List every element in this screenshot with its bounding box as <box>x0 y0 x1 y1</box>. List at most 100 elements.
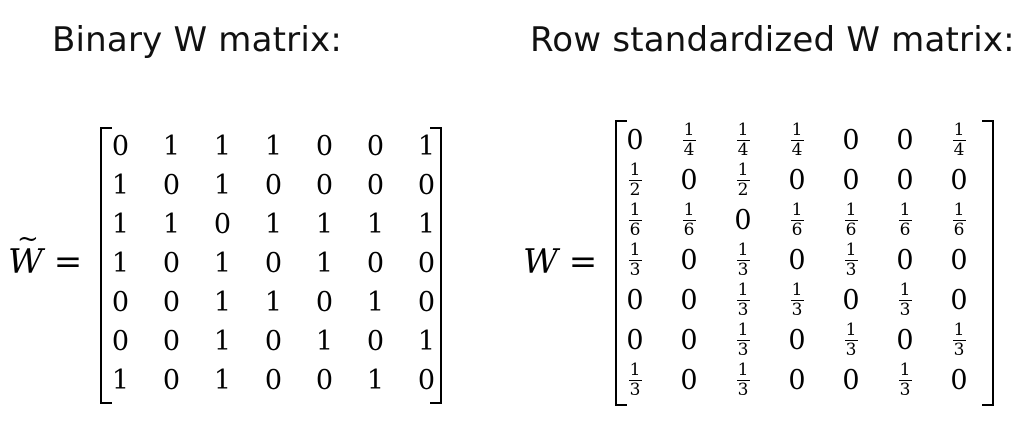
matrix-cell: 1 <box>417 326 436 357</box>
matrix-cell: 1 <box>366 365 385 396</box>
matrix-cell: 0 <box>680 164 698 196</box>
matrix-cell: 0 <box>680 324 698 356</box>
matrix-cell: 0 <box>626 284 644 316</box>
matrix-cell: 0 <box>626 324 644 356</box>
matrix-cell: 0 <box>842 164 860 196</box>
matrix-cell: 0 <box>315 131 334 162</box>
matrix-cell: 0 <box>950 244 968 276</box>
matrix-cell: 1 <box>366 287 385 318</box>
row-standardized-matrix-right-bracket <box>982 120 994 406</box>
matrix-cell: 0 <box>680 244 698 276</box>
matrix-cell: 0 <box>111 326 130 357</box>
matrix-cell: 0 <box>417 248 436 279</box>
matrix-cell: 0 <box>162 326 181 357</box>
matrix-cell: 0 <box>264 170 283 201</box>
matrix-cell: 1 <box>213 326 232 357</box>
matrix-cell: 1 <box>264 287 283 318</box>
matrix-cell: 0 <box>842 284 860 316</box>
matrix-cell: 1 <box>315 248 334 279</box>
matrix-cell: 0 <box>366 248 385 279</box>
matrix-cell: 1 <box>264 131 283 162</box>
matrix-cell: 1 <box>162 131 181 162</box>
matrix-cell: 0 <box>417 287 436 318</box>
matrix-cell: 1 <box>213 365 232 396</box>
matrix-cell: 0 <box>264 248 283 279</box>
matrix-cell: 0 <box>162 287 181 318</box>
matrix-cell: 0 <box>842 364 860 396</box>
matrix-cell: 1 <box>162 209 181 240</box>
w-symbol: W <box>523 242 558 282</box>
matrix-cell: 1 <box>264 209 283 240</box>
matrix-cell: 1 <box>315 209 334 240</box>
matrix-cell: 0 <box>162 365 181 396</box>
matrix-cell: 0 <box>896 124 914 156</box>
matrix-cell: 1 <box>111 170 130 201</box>
matrix-cell: 1 <box>111 209 130 240</box>
matrix-cell: 0 <box>111 131 130 162</box>
matrix-cell: 0 <box>788 244 806 276</box>
matrix-cell: 0 <box>680 364 698 396</box>
matrix-cell: 0 <box>315 365 334 396</box>
matrix-cell: 1 <box>213 131 232 162</box>
matrix-cell: 0 <box>950 164 968 196</box>
matrix-cell: 0 <box>417 365 436 396</box>
matrix-cell: 0 <box>788 164 806 196</box>
matrix-cell: 0 <box>842 124 860 156</box>
binary-matrix-heading: Binary W matrix: <box>52 20 342 60</box>
matrix-cell: 0 <box>366 326 385 357</box>
matrix-cell: 0 <box>366 170 385 201</box>
row-standardized-matrix-lhs: W = <box>523 242 597 282</box>
matrix-cell: 0 <box>111 287 130 318</box>
binary-matrix-lhs: W~ = <box>8 224 83 282</box>
row-standardized-matrix-left-bracket <box>615 120 627 406</box>
row-standardized-matrix-heading: Row standardized W matrix: <box>530 20 1015 60</box>
matrix-cell: 0 <box>264 365 283 396</box>
matrix-cell: 0 <box>950 364 968 396</box>
matrix-cell: 1 <box>417 209 436 240</box>
matrix-cell: 1 <box>111 365 130 396</box>
matrix-cell: 0 <box>950 284 968 316</box>
matrix-cell: 0 <box>788 364 806 396</box>
matrix-cell: 0 <box>213 209 232 240</box>
matrix-cell: 0 <box>896 324 914 356</box>
matrix-cell: 0 <box>315 287 334 318</box>
matrix-cell: 1 <box>111 248 130 279</box>
matrix-cell: 1 <box>213 248 232 279</box>
tilde-accent: ~ <box>17 224 39 254</box>
matrix-cell: 0 <box>680 284 698 316</box>
matrix-cell: 0 <box>366 131 385 162</box>
matrix-cell: 0 <box>264 326 283 357</box>
matrix-cell: 0 <box>896 244 914 276</box>
equals-sign: = <box>53 242 83 282</box>
matrix-cell: 0 <box>788 324 806 356</box>
binary-matrix-left-bracket <box>100 127 112 404</box>
matrix-cell: 1 <box>366 209 385 240</box>
matrix-cell: 1 <box>213 287 232 318</box>
matrix-cell: 0 <box>162 170 181 201</box>
matrix-cell: 1 <box>417 131 436 162</box>
matrix-cell: 0 <box>162 248 181 279</box>
binary-matrix-right-bracket <box>430 127 442 404</box>
matrix-cell: 0 <box>417 170 436 201</box>
